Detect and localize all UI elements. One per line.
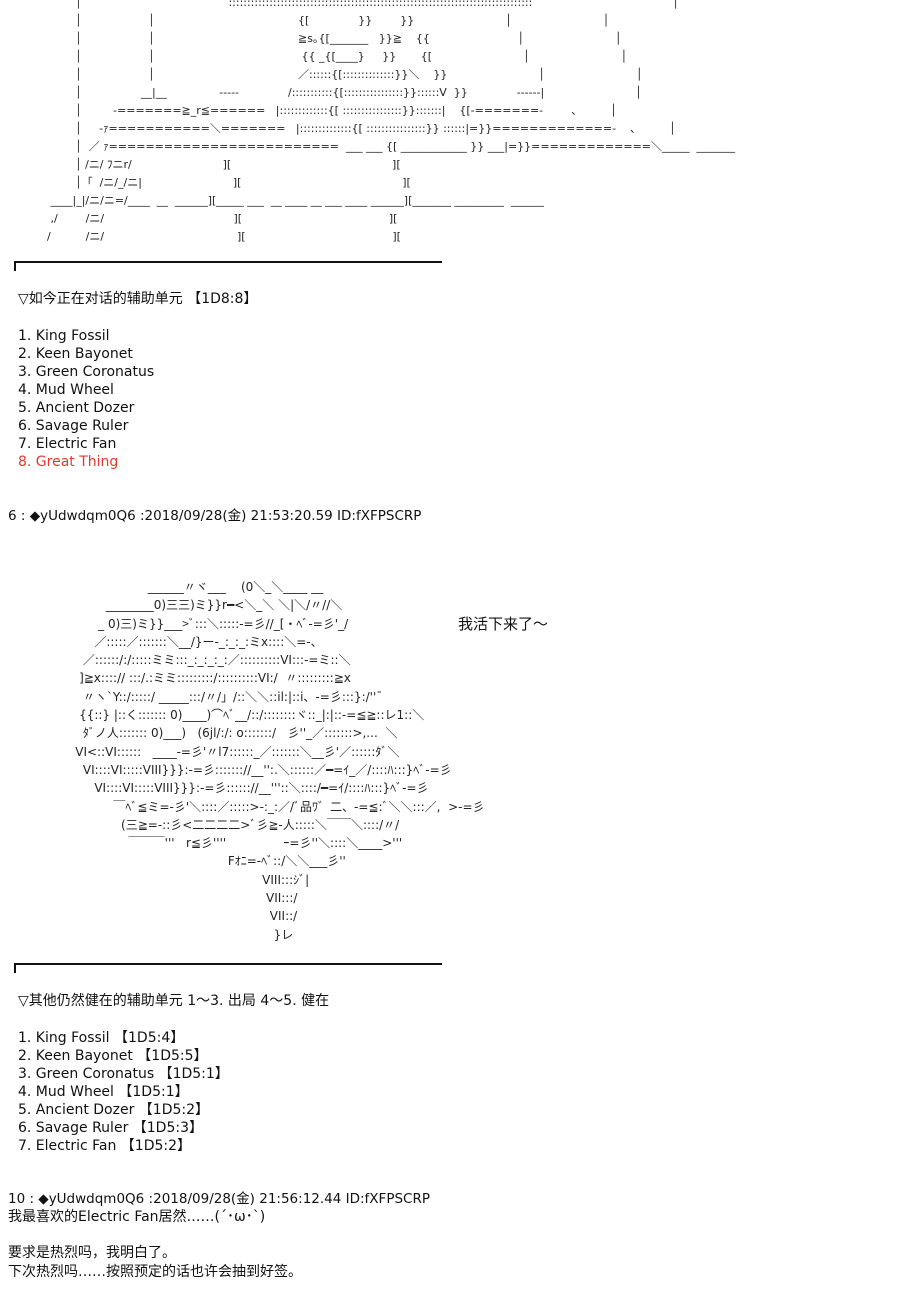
list-item: 3. Green Coronatus 【1D5:1】: [18, 1066, 229, 1082]
section2-list: 1. King Fossil 【1D5:4】 2. Keen Bayonet 【…: [18, 1029, 229, 1155]
post-text-line: 要求是热烈吗，我明白了。: [8, 1245, 176, 1261]
post-text-line: 我最喜欢的Electric Fan居然……(´･ω･`): [8, 1209, 266, 1225]
section1-list: 1. King Fossil 2. Keen Bayonet 3. Green …: [18, 327, 154, 471]
list-item: 3. Green Coronatus: [18, 364, 155, 380]
post-text-line: 下次热烈吗……按照预定的话也许会抽到好签。: [8, 1264, 302, 1280]
section-divider-1: [14, 261, 442, 271]
list-item: 2. Keen Bayonet 【1D5:5】: [18, 1048, 208, 1064]
list-item: 2. Keen Bayonet: [18, 346, 133, 362]
list-item-highlighted: 8. Great Thing: [18, 454, 119, 470]
section-divider-2: [14, 963, 442, 973]
list-item: 1. King Fossil 【1D5:4】: [18, 1030, 185, 1046]
list-item: 1. King Fossil: [18, 328, 110, 344]
list-item: 4. Mud Wheel: [18, 382, 114, 398]
list-item: 6. Savage Ruler 【1D5:3】: [18, 1120, 203, 1136]
post-header-6: 6 : ◆yUdwdqm0Q6 :2018/09/28(金) 21:53:20.…: [8, 508, 422, 524]
list-item: 7. Electric Fan 【1D5:2】: [18, 1138, 192, 1154]
speech-text: 我活下来了～: [458, 615, 549, 633]
list-item: 5. Ancient Dozer: [18, 400, 135, 416]
section1-heading: ▽如今正在对话的辅助单元 【1D8:8】: [18, 291, 258, 307]
list-item: 7. Electric Fan: [18, 436, 117, 452]
post-header-10: 10 : ◆yUdwdqm0Q6 :2018/09/28(金) 21:56:12…: [8, 1191, 430, 1207]
section2-heading: ▽其他仍然健在的辅助单元 1～3. 出局 4～5. 健在: [18, 993, 330, 1009]
ascii-art-top: │ ::::::::::::::::::::::::::::::::::::::…: [46, 0, 735, 243]
list-item: 6. Savage Ruler: [18, 418, 129, 434]
list-item: 4. Mud Wheel 【1D5:1】: [18, 1084, 189, 1100]
list-item: 5. Ancient Dozer 【1D5:2】: [18, 1102, 210, 1118]
ascii-art-character: ______〃ヾ___ (0＼_＼____ __ ________0)三三)ミ}…: [75, 580, 485, 942]
